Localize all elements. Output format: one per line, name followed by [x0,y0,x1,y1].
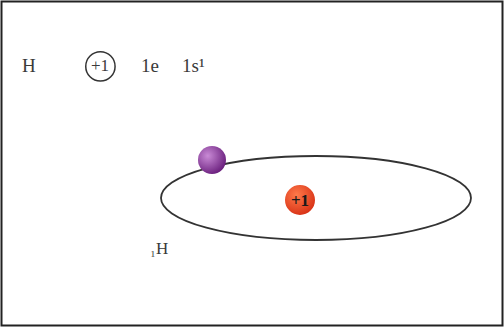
nucleus: +1 [282,182,318,218]
element-label: H [22,56,36,75]
electron [198,146,226,174]
element-label: 1s¹ [182,56,205,75]
element-label: ₁H [150,240,168,257]
charge-label: +1 [291,192,309,209]
charge-circle: +1 [85,51,116,82]
charge-circle-shape [85,51,114,80]
nucleus-shape [284,184,317,217]
charge-label: +1 [91,57,109,74]
element-label: 1e [141,56,159,75]
